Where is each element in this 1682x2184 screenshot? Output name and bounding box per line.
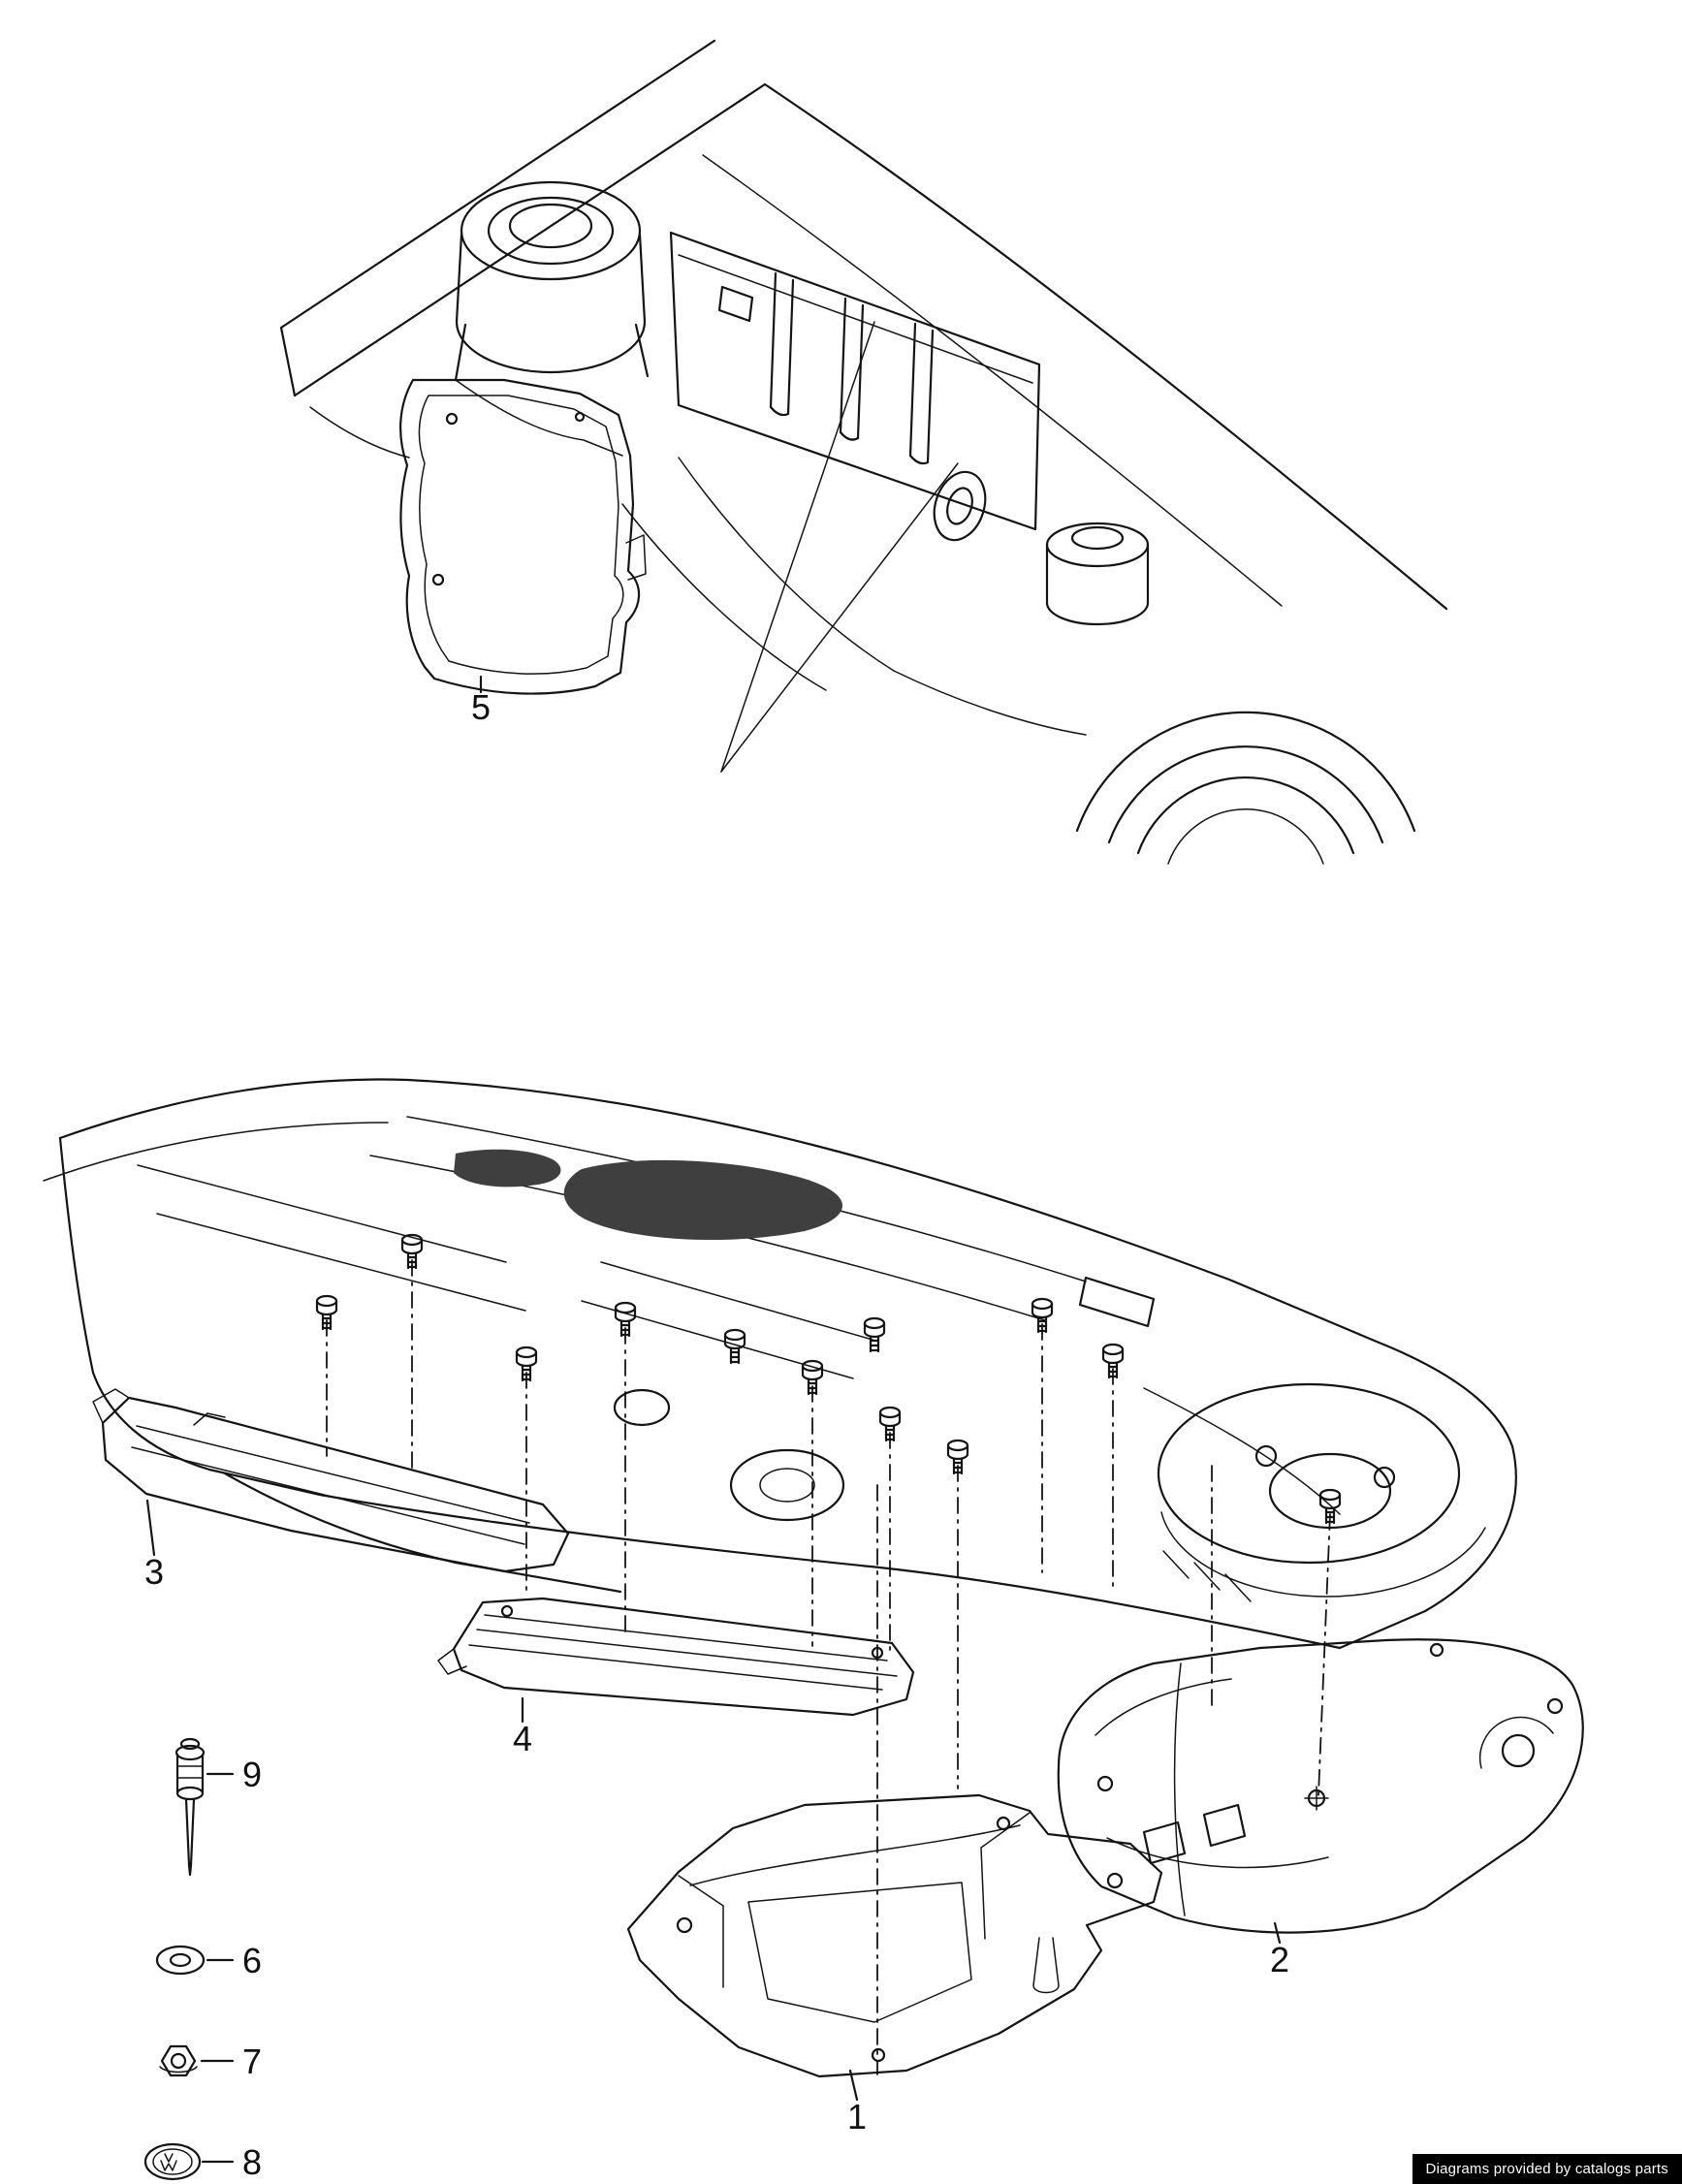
part-1-noise-insulation-tray [626, 1793, 1163, 2078]
callout-9-label: 9 [242, 1755, 262, 1794]
part-6-washer [155, 1945, 206, 1976]
part-4-heat-shield [437, 1597, 915, 1717]
location-pointer-lines [720, 321, 959, 773]
callout-3-leader [145, 1499, 156, 1557]
strut-tower [454, 180, 650, 457]
bolt-icon [723, 1328, 746, 1365]
callout-7-label: 7 [242, 2042, 262, 2081]
bolt-icon [863, 1316, 886, 1353]
callout-5-label: 5 [471, 687, 491, 727]
underbody-outline [43, 1078, 1517, 1650]
callout-3-label: 3 [144, 1552, 164, 1592]
part-5-insulation-panel [399, 378, 647, 695]
mounting-bolts [315, 1233, 1342, 1525]
part-8-clip [143, 2142, 202, 2181]
part-3-sill-trim [92, 1388, 570, 1573]
footer-credit-badge: Diagrams provided by catalogs parts [1412, 2154, 1682, 2184]
firewall-panel [669, 231, 1041, 531]
reservoir [1045, 522, 1150, 626]
part-9-screw [175, 1737, 206, 1877]
underbody-view: 3 4 1 [43, 1078, 1584, 2182]
engine-bay-view: 5 [279, 39, 1448, 865]
engine-contours [621, 457, 1087, 736]
rear-wheel [1157, 1382, 1486, 1598]
callout-2-leader [1273, 1921, 1282, 1945]
callout-2-label: 2 [1270, 1940, 1289, 1979]
brake-booster [933, 470, 987, 542]
callout-1-label: 1 [847, 2097, 867, 2137]
callout-6-label: 6 [242, 1941, 262, 1980]
alignment-lines [326, 1259, 1331, 2075]
callout-1-leader [848, 2069, 859, 2102]
callout-8-label: 8 [242, 2142, 262, 2182]
part-2-engine-cover [1057, 1638, 1584, 1934]
front-wheel-arch [1075, 711, 1416, 865]
callout-4-label: 4 [513, 1719, 532, 1758]
tank-shadow [454, 1149, 842, 1241]
part-7-nut [159, 2044, 198, 2077]
vw-emblem-icon [160, 2153, 177, 2171]
cowl-lines [279, 39, 1448, 611]
